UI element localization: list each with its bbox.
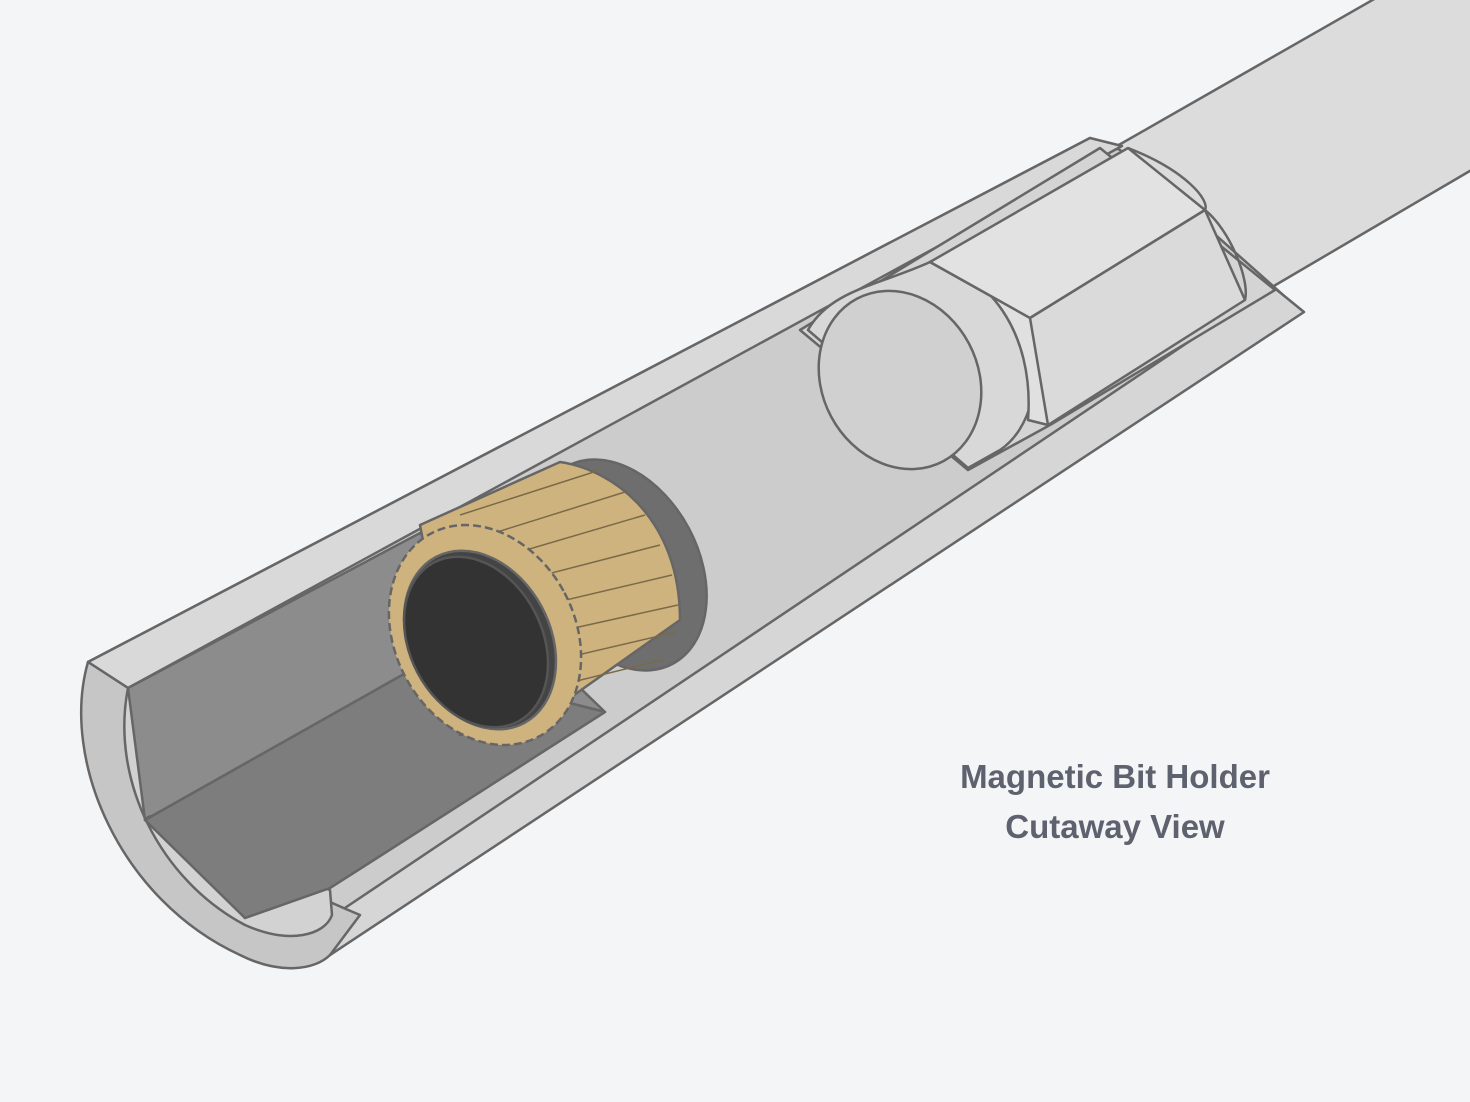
bit-tip-face bbox=[817, 289, 983, 471]
caption-line-2: Cutaway View bbox=[1005, 808, 1225, 845]
bit-end-curve bbox=[1127, 146, 1248, 301]
caption-line-1: Magnetic Bit Holder bbox=[960, 758, 1270, 795]
diagram-caption: Magnetic Bit Holder Cutaway View bbox=[900, 752, 1330, 852]
magnet-disc bbox=[402, 555, 550, 729]
